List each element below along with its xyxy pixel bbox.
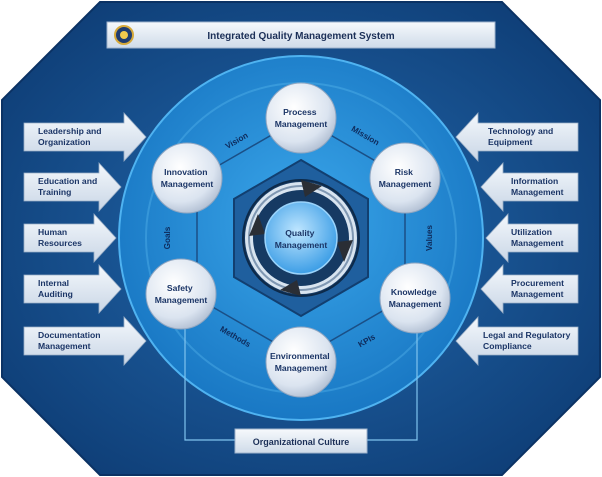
node-risk-line1: Risk <box>395 167 413 177</box>
right-input-line2: Management <box>511 187 564 197</box>
circular-arrows-icon <box>242 179 360 297</box>
footer-box: Organizational Culture <box>234 428 368 454</box>
edge-label-values: Values <box>425 225 434 251</box>
right-input-line1: Utilization <box>511 227 552 237</box>
node-innovation-line2: Management <box>161 179 214 189</box>
right-input-line2: Compliance <box>483 341 532 351</box>
left-input-line1: Education and <box>38 176 97 186</box>
svg-text:Safety Management: Safety Management <box>155 283 208 305</box>
node-environmental-line1: Environmental <box>270 351 330 361</box>
svg-text:Innovation Management: Innovation Management <box>161 167 214 189</box>
node-risk: Risk Management <box>369 142 441 214</box>
right-input-line1: Procurement <box>511 278 564 288</box>
left-input-line1: Internal <box>38 278 69 288</box>
edge-label-goals: Goals <box>163 226 172 249</box>
center-label-line1: Quality <box>285 228 314 238</box>
left-input-line2: Training <box>38 187 71 197</box>
svg-text:Process Management: Process Management <box>275 107 328 129</box>
node-process-line1: Process <box>283 107 317 117</box>
node-innovation: Innovation Management <box>151 142 223 214</box>
node-safety: Safety Management <box>145 258 217 330</box>
svg-text:Quality Management: Quality Management <box>275 228 328 250</box>
footer-label: Organizational Culture <box>253 437 350 447</box>
node-safety-line1: Safety <box>167 283 193 293</box>
svg-text:Risk Management: Risk Management <box>379 167 432 189</box>
seal-logo-icon <box>114 25 134 45</box>
node-innovation-line1: Innovation <box>164 167 207 177</box>
svg-text:Environmental Management: Environmental Management <box>270 351 332 373</box>
left-input-line2: Organization <box>38 137 91 147</box>
left-input-line2: Resources <box>38 238 82 248</box>
left-input-line2: Management <box>38 341 91 351</box>
center-label-line2: Management <box>275 240 328 250</box>
right-input-line2: Management <box>511 238 564 248</box>
node-process: Process Management <box>265 82 337 154</box>
right-input-line2: Management <box>511 289 564 299</box>
left-input-line1: Leadership and <box>38 126 102 136</box>
right-input-line1: Technology and <box>488 126 553 136</box>
node-risk-line2: Management <box>379 179 432 189</box>
title-bar: Integrated Quality Management System <box>106 21 496 49</box>
node-knowledge: Knowledge Management <box>379 262 451 334</box>
right-input-line1: Legal and Regulatory <box>483 330 571 340</box>
node-process-line2: Management <box>275 119 328 129</box>
node-knowledge-line2: Management <box>389 299 442 309</box>
left-input-line1: Human <box>38 227 67 237</box>
center-bubble <box>264 201 338 275</box>
page-title: Integrated Quality Management System <box>207 31 394 42</box>
right-input-line2: Equipment <box>488 137 533 147</box>
left-input-line2: Auditing <box>38 289 73 299</box>
right-input-line1: Information <box>511 176 558 186</box>
node-safety-line2: Management <box>155 295 208 305</box>
node-knowledge-line1: Knowledge <box>391 287 437 297</box>
left-input-line1: Documentation <box>38 330 101 340</box>
node-environmental: Environmental Management <box>265 326 337 398</box>
svg-text:Knowledge Management: Knowledge Management <box>389 287 442 309</box>
footer-connector <box>184 305 418 441</box>
node-environmental-line2: Management <box>275 363 328 373</box>
